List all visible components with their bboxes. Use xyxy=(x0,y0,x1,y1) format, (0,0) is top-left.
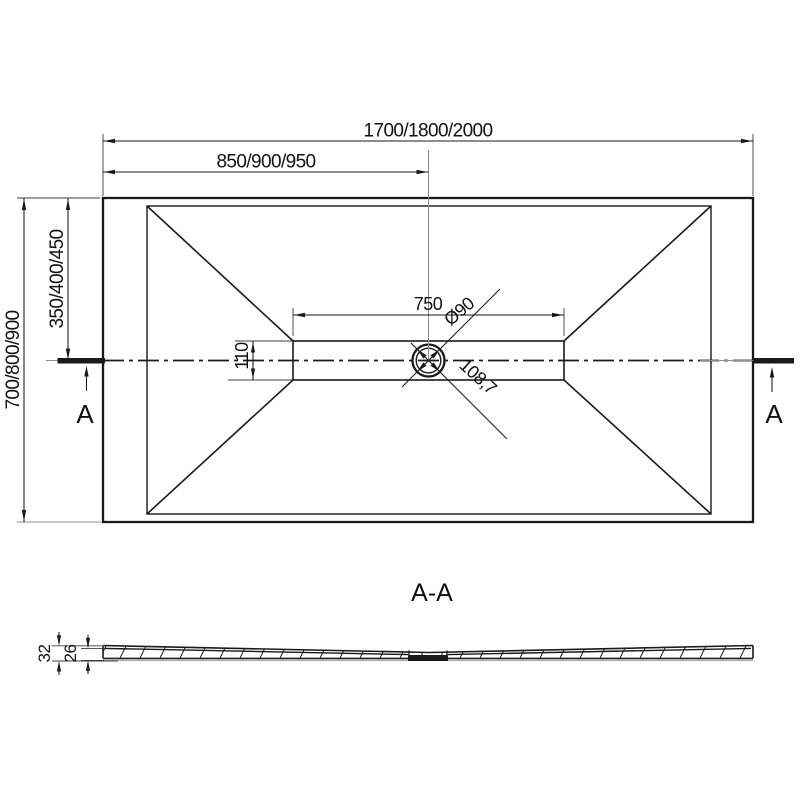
arrowhead xyxy=(85,660,91,671)
arrowhead xyxy=(250,342,256,353)
slope-diagonal-top-left xyxy=(146,205,294,342)
arrowhead xyxy=(552,312,563,318)
dim-channel-width-label: 110 xyxy=(232,342,252,370)
arrowhead xyxy=(417,362,427,372)
section-marker-left-label: A xyxy=(76,399,94,429)
top-view xyxy=(46,150,755,524)
arrowhead xyxy=(741,138,752,144)
slope-diagonal-top-right xyxy=(563,205,712,342)
dim-total-width-label: 1700/1800/2000 xyxy=(364,121,493,142)
dim-drain-offset-y-label: 350/400/450 xyxy=(47,229,68,328)
section-cut-bar-right xyxy=(753,358,794,364)
arrowhead xyxy=(65,348,71,360)
arrowhead xyxy=(85,637,91,649)
section-markers: A A xyxy=(57,358,794,429)
section-marker-right-label: A xyxy=(765,399,783,429)
arrowhead xyxy=(430,362,440,372)
section-drain-recess xyxy=(408,655,448,661)
dim-tray-thickness-label: 26 xyxy=(61,645,80,663)
dimensions: 1700/1800/2000 850/900/950 700/800/900 3… xyxy=(3,121,754,523)
section-inner-surface-right xyxy=(447,647,752,656)
section-top-surface xyxy=(102,644,754,654)
arrowhead xyxy=(430,349,440,359)
section-title: A-A xyxy=(411,579,453,607)
section-inner-surface-left xyxy=(104,647,409,656)
dim-drain-diameter-label: Ø90 xyxy=(440,293,478,330)
arrowhead xyxy=(250,368,256,379)
dim-drain-diagonal-label: 108,7 xyxy=(456,355,501,399)
arrowhead xyxy=(416,169,428,175)
arrowhead xyxy=(294,312,305,318)
section-arrow-left xyxy=(84,366,89,377)
section-view: A-A 32 26 xyxy=(35,579,754,675)
section-cut-bar-left xyxy=(57,358,105,364)
arrowhead xyxy=(21,199,27,210)
arrowhead xyxy=(21,510,27,521)
arrowhead xyxy=(417,349,427,359)
slope-diagonal-bottom-left xyxy=(146,379,294,515)
dim-channel-length-label: 750 xyxy=(414,294,443,314)
dim-total-depth-label: 700/800/900 xyxy=(3,310,24,409)
dim-total-height-label: 32 xyxy=(35,645,54,663)
dim-line-drain-diagonal xyxy=(410,342,508,440)
slope-diagonal-bottom-right xyxy=(563,379,712,515)
arrowhead xyxy=(56,635,62,646)
arrowhead xyxy=(104,169,115,175)
section-body-hatch xyxy=(103,645,753,659)
section-arrow-right xyxy=(769,367,775,378)
arrowhead xyxy=(104,138,115,144)
dim-drain-offset-x-label: 850/900/950 xyxy=(216,152,315,173)
arrowhead xyxy=(65,199,71,210)
arrowhead xyxy=(56,661,62,672)
